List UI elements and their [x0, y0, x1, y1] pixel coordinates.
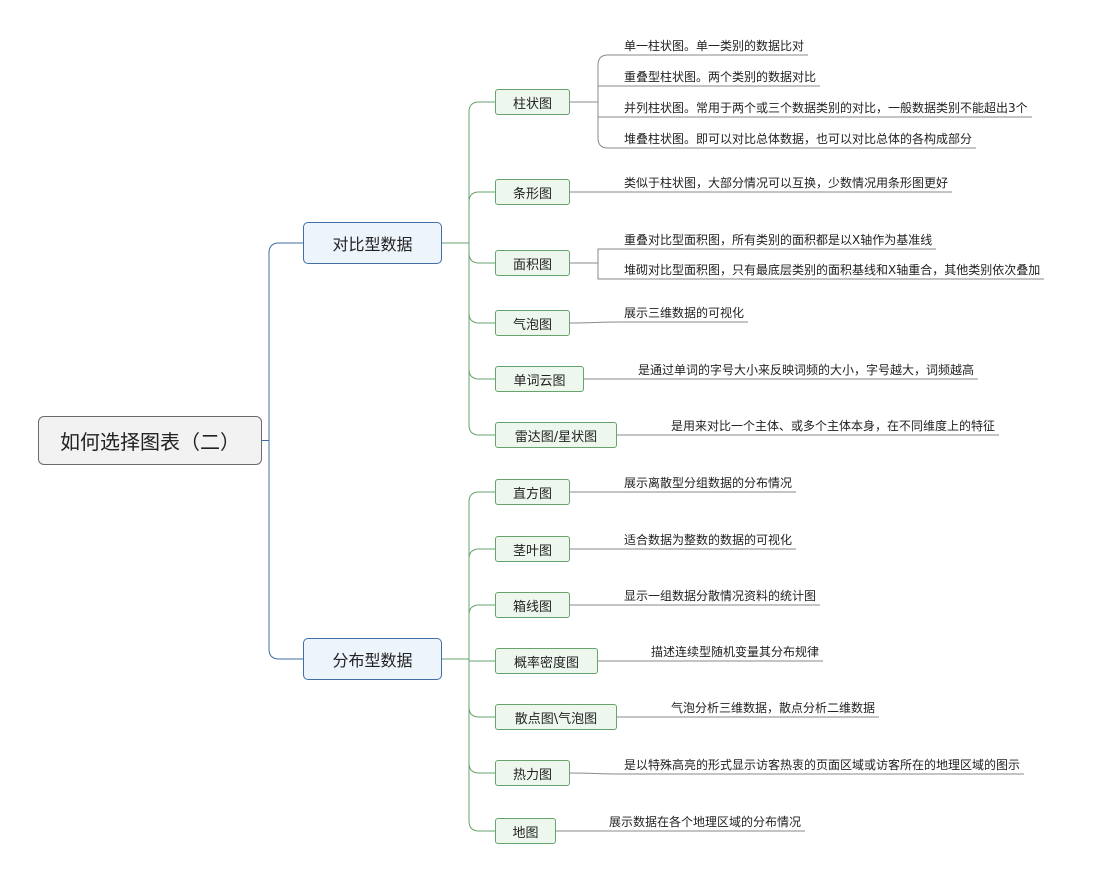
root-connector — [262, 440, 303, 660]
leaf-text: 重叠型柱状图。两个类别的数据对比 — [624, 70, 817, 84]
branch-connector — [442, 242, 495, 380]
branch-connector — [442, 658, 495, 774]
node-density-plot[interactable]: 概率密度图 — [495, 648, 598, 674]
leaf-connector — [569, 772, 1024, 775]
node-heatmap[interactable]: 热力图 — [495, 760, 570, 786]
node-word-cloud[interactable]: 单词云图 — [495, 366, 584, 392]
node-histogram[interactable]: 直方图 — [495, 479, 570, 505]
leaf-text: 适合数据为整数的数据的可视化 — [624, 533, 793, 547]
leaf-text: 堆砌对比型面积图，只有最底层类别的面积基线和X轴重合，其他类别依次叠加 — [624, 263, 1041, 277]
branch-connector — [442, 191, 495, 244]
root-connector — [262, 242, 303, 441]
node-map[interactable]: 地图 — [495, 818, 556, 844]
leaf-text: 单一柱状图。单一类别的数据比对 — [624, 39, 805, 53]
leaf-text: 展示离散型分组数据的分布情况 — [624, 476, 793, 490]
node-radar-chart[interactable]: 雷达图/星状图 — [495, 422, 617, 448]
branch-connector — [442, 658, 495, 718]
branch-connector — [442, 242, 495, 264]
node-box-plot[interactable]: 箱线图 — [495, 592, 570, 618]
leaf-text: 类似于柱状图，大部分情况可以互换，少数情况用条形图更好 — [624, 176, 949, 190]
leaf-text: 堆叠柱状图。即可以对比总体数据，也可以对比总体的各构成部分 — [624, 132, 973, 146]
leaf-text: 气泡分析三维数据，散点分析二维数据 — [671, 701, 876, 715]
branch-connector — [442, 548, 495, 660]
branch-connector — [442, 604, 495, 660]
branch-distribution-data[interactable]: 分布型数据 — [303, 638, 442, 680]
node-area-chart[interactable]: 面积图 — [495, 250, 570, 276]
leaf-text: 展示数据在各个地理区域的分布情况 — [609, 815, 802, 829]
leaf-text: 重叠对比型面积图，所有类别的面积都是以X轴作为基准线 — [624, 233, 933, 247]
leaf-text: 描述连续型随机变量其分布规律 — [651, 645, 820, 659]
leaf-connector — [570, 85, 820, 103]
leaf-text: 展示三维数据的可视化 — [624, 306, 745, 320]
branch-connector — [442, 242, 495, 436]
leaf-text: 是通过单词的字号大小来反映词频的大小，字号越大，词频越高 — [638, 363, 975, 377]
branch-connector — [442, 101, 495, 244]
branch-connector — [442, 658, 495, 662]
leaf-text: 显示一组数据分散情况资料的统计图 — [624, 589, 817, 603]
leaf-text: 并列柱状图。常用于两个或三个数据类别的对比，一般数据类别不能超出3个 — [624, 101, 1028, 115]
leaf-text: 是用来对比一个主体、或多个主体本身，在不同维度上的特征 — [671, 419, 996, 433]
node-bar-chart[interactable]: 柱状图 — [495, 89, 570, 115]
branch-connector — [442, 242, 495, 324]
root-node[interactable]: 如何选择图表（二） — [38, 416, 262, 465]
branch-comparison-data[interactable]: 对比型数据 — [303, 222, 442, 264]
node-horizontal-bar-chart[interactable]: 条形图 — [495, 179, 570, 205]
leaf-connector — [569, 321, 748, 324]
node-stem-leaf[interactable]: 茎叶图 — [495, 536, 570, 562]
branch-connector — [442, 491, 495, 660]
node-scatter-bubble[interactable]: 散点图\气泡图 — [495, 704, 617, 730]
leaf-text: 是以特殊高亮的形式显示访客热衷的页面区域或访客所在的地理区域的图示 — [624, 758, 1021, 772]
branch-connector — [442, 658, 495, 832]
leaf-connector — [570, 248, 936, 264]
node-bubble-chart[interactable]: 气泡图 — [495, 310, 570, 336]
